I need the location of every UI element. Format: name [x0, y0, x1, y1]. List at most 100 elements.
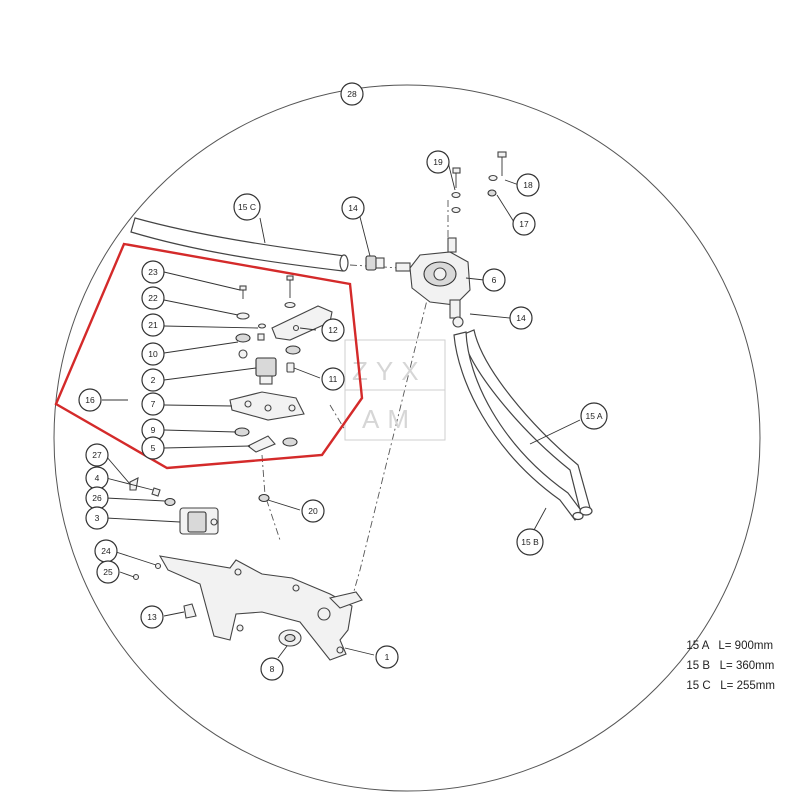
- washer-part-22: [236, 312, 250, 320]
- screw-part-24: [154, 562, 162, 570]
- grommet-part-8: [278, 629, 302, 647]
- highlight-outline-part-16: [54, 242, 364, 470]
- watermark: ZYX AM: [344, 339, 446, 441]
- clip-part-4: [151, 487, 161, 497]
- svg-text:5: 5: [151, 443, 156, 453]
- spec-row-15a: 15 A L= 900mm: [680, 628, 773, 652]
- callout-22: 22: [141, 286, 165, 310]
- callout-4: 4: [85, 466, 109, 490]
- spring-part-11: [286, 362, 295, 373]
- regulator-part-6: [395, 237, 471, 328]
- callout-28: 28: [340, 82, 364, 106]
- bolt-part-18: [487, 151, 507, 197]
- svg-text:20: 20: [308, 506, 318, 516]
- svg-text:15 C: 15 C: [238, 202, 256, 212]
- svg-text:1: 1: [385, 652, 390, 662]
- callout-6: 6: [482, 268, 506, 292]
- svg-text:11: 11: [329, 374, 338, 384]
- svg-text:21: 21: [148, 320, 158, 330]
- svg-text:13: 13: [147, 612, 157, 622]
- callout-10: 10: [141, 342, 165, 366]
- svg-text:25: 25: [103, 567, 113, 577]
- callout-18: 18: [516, 173, 540, 197]
- svg-text:15 A: 15 A: [585, 411, 602, 421]
- callout-13: 13: [140, 605, 164, 629]
- svg-text:28: 28: [347, 89, 357, 99]
- svg-text:4: 4: [95, 473, 100, 483]
- screw-part-23: [239, 285, 247, 299]
- assembly-boundary-circle: [53, 84, 761, 792]
- callout-24: 24: [94, 539, 118, 563]
- callout-17: 17: [512, 212, 536, 236]
- spec-length: L= 255mm: [720, 680, 775, 692]
- spec-name: 15 C: [686, 680, 711, 692]
- svg-text:9: 9: [151, 425, 156, 435]
- callout-23: 23: [141, 260, 165, 284]
- svg-text:10: 10: [148, 349, 158, 359]
- callout-5: 5: [141, 436, 165, 460]
- clamp-part-14-upper: [365, 255, 385, 271]
- plate-part-7: [229, 391, 305, 421]
- svg-text:17: 17: [519, 219, 529, 229]
- callout-15c: 15 C: [233, 193, 261, 221]
- hoses-15a-15b: [453, 329, 593, 521]
- terminal-part-5: [246, 435, 276, 453]
- svg-text:2: 2: [151, 375, 156, 385]
- callout-14-upper: 14: [341, 196, 365, 220]
- svg-text:7: 7: [151, 399, 156, 409]
- callout-14-lower: 14: [509, 306, 533, 330]
- callout-15a: 15 A: [580, 402, 608, 430]
- spec-name: 15 A: [686, 640, 709, 652]
- bolt-part-19: [451, 167, 461, 214]
- nut-part-9: [234, 427, 298, 447]
- solenoid-part-2: [255, 357, 277, 385]
- callout-1: 1: [375, 645, 399, 669]
- spec-row-15b: 15 B L= 360mm: [680, 648, 774, 672]
- watermark-bottom-text: AM: [362, 404, 417, 434]
- screw-part-top: [284, 275, 296, 309]
- assembly-axis-line: [261, 404, 346, 541]
- svg-text:19: 19: [433, 157, 443, 167]
- callout-8: 8: [260, 657, 284, 681]
- bracket-part-1: [158, 555, 363, 661]
- washer-part-20: [258, 493, 270, 503]
- spec-name: 15 B: [686, 660, 711, 672]
- solenoid-valve-part-3: [179, 507, 219, 535]
- spec-row-15c: 15 C L= 255mm: [680, 668, 775, 692]
- callout-21: 21: [141, 313, 165, 337]
- svg-text:27: 27: [92, 450, 102, 460]
- svg-text:16: 16: [85, 395, 95, 405]
- hose-15c: [130, 217, 349, 272]
- svg-text:24: 24: [101, 546, 111, 556]
- callout-25: 25: [96, 560, 120, 584]
- nut-part-26: [164, 497, 176, 507]
- spec-length: L= 900mm: [718, 640, 774, 652]
- svg-text:23: 23: [148, 267, 158, 277]
- svg-text:14: 14: [516, 313, 526, 323]
- svg-text:6: 6: [492, 275, 497, 285]
- pin-part-27: [129, 477, 139, 491]
- spacer-part-21: [257, 323, 267, 341]
- bushing-part-10: [235, 333, 301, 359]
- callout-11: 11: [321, 367, 345, 391]
- callout-19: 19: [426, 150, 450, 174]
- callout-16: 16: [78, 388, 102, 412]
- callout-2: 2: [141, 368, 165, 392]
- svg-text:8: 8: [270, 664, 275, 674]
- svg-text:12: 12: [328, 325, 338, 335]
- callout-27: 27: [85, 443, 109, 467]
- callout-20: 20: [301, 499, 325, 523]
- svg-text:26: 26: [92, 493, 102, 503]
- callout-26: 26: [85, 486, 109, 510]
- callout-12: 12: [321, 318, 345, 342]
- svg-text:22: 22: [148, 293, 158, 303]
- callout-3: 3: [85, 506, 109, 530]
- svg-text:14: 14: [348, 203, 358, 213]
- watermark-top-text: ZYX: [352, 356, 427, 386]
- callout-15b: 15 B: [516, 528, 544, 556]
- screw-part-25: [132, 573, 140, 581]
- callout-7: 7: [141, 392, 165, 416]
- svg-text:15 B: 15 B: [521, 537, 539, 547]
- spec-length: L= 360mm: [719, 660, 775, 672]
